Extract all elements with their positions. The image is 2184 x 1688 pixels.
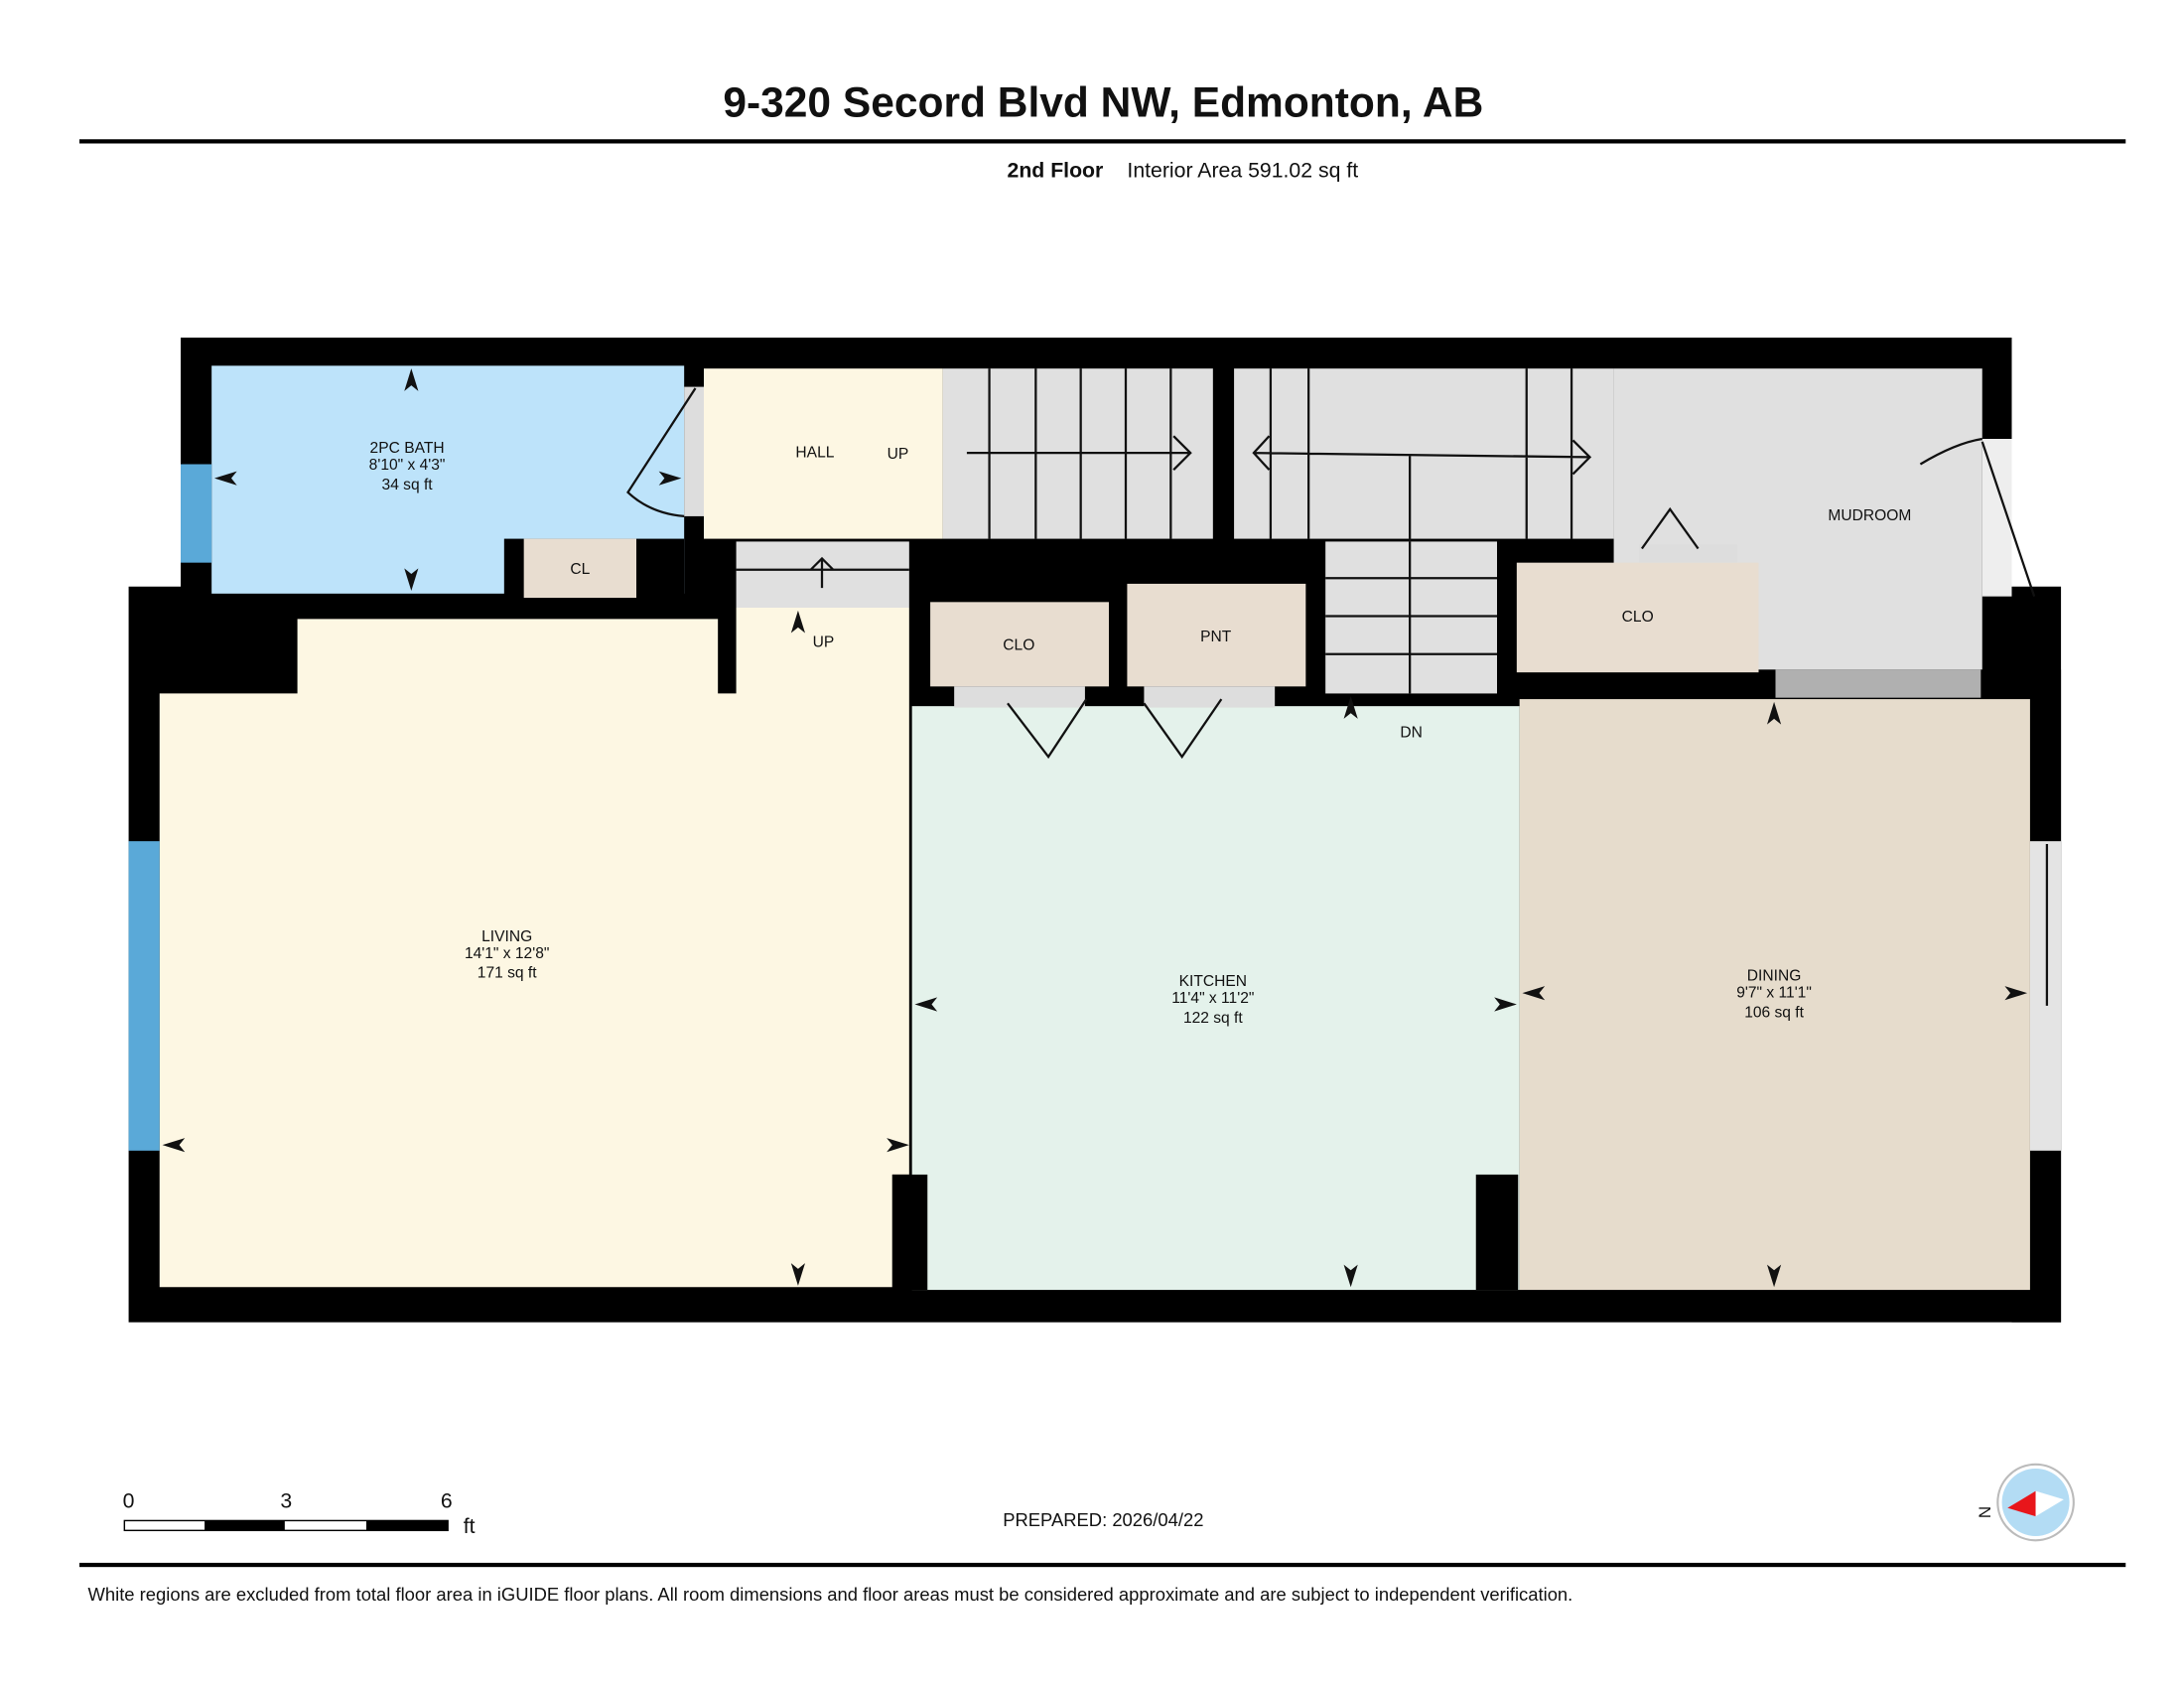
kitchen-area: 122 sq ft <box>1183 1010 1243 1027</box>
mudroom-label: MUDROOM <box>1828 507 1911 524</box>
dining-area: 106 sq ft <box>1744 1004 1804 1021</box>
window <box>128 841 160 1151</box>
window <box>181 464 212 563</box>
door-swing <box>1640 506 1700 550</box>
bath-label: 2PC BATH <box>370 440 445 457</box>
door-swing <box>1919 437 2036 598</box>
dining-dims: 9'7" x 11'1" <box>1736 984 1812 1001</box>
clo2-label: CLO <box>1622 609 1654 626</box>
room-living <box>159 608 909 1288</box>
hall-label: HALL <box>795 444 834 461</box>
compass-icon: N <box>1976 1463 2075 1542</box>
scale-tick: 3 <box>280 1489 292 1513</box>
footer-divider <box>79 1562 2126 1568</box>
prepared-date: PREPARED: 2026/04/22 <box>1003 1509 1203 1530</box>
room-cl <box>523 538 636 599</box>
interior-area: Interior Area 591.02 sq ft <box>1127 159 1358 183</box>
hall-stair-label: UP <box>887 446 909 463</box>
scale-bar: 0 3 6 ft <box>123 1489 476 1538</box>
living-dims: 14'1" x 12'8" <box>465 945 549 962</box>
room-clo-2 <box>1516 562 1759 673</box>
room-hall <box>704 368 943 539</box>
room-dining <box>1519 699 2030 1291</box>
disclaimer: White regions are excluded from total fl… <box>87 1584 1572 1605</box>
floor-name: 2nd Floor <box>1008 159 1104 183</box>
room-kitchen <box>911 706 1520 1291</box>
kitchen-label: KITCHEN <box>1179 973 1247 990</box>
scale-tick: 6 <box>441 1489 453 1513</box>
bifold-doors <box>1007 698 1223 760</box>
clo-label: CLO <box>1003 637 1034 654</box>
page-title: 9-320 Secord Blvd NW, Edmonton, AB <box>723 80 1483 127</box>
dining-label: DINING <box>1747 967 1802 984</box>
room-clo <box>930 602 1109 687</box>
staircase-upper <box>736 368 1614 694</box>
scale-unit: ft <box>464 1514 476 1538</box>
threshold <box>1775 669 1981 698</box>
living-stair-label: UP <box>813 634 835 651</box>
dn-label: DN <box>1400 724 1423 741</box>
living-label: LIVING <box>481 928 532 945</box>
bath-dims: 8'10" x 4'3" <box>369 457 446 474</box>
kitchen-dims: 11'4" x 11'2" <box>1171 990 1254 1007</box>
scale-tick: 0 <box>123 1489 135 1513</box>
compass-north-label: N <box>1976 1506 1994 1518</box>
bath-area: 34 sq ft <box>382 477 434 493</box>
pantry-label: PNT <box>1200 629 1232 645</box>
room-pantry <box>1127 583 1306 687</box>
cl-label: CL <box>570 561 590 578</box>
living-area: 171 sq ft <box>478 965 537 982</box>
sliding-door <box>2029 841 2062 1151</box>
header-divider <box>79 139 2126 144</box>
